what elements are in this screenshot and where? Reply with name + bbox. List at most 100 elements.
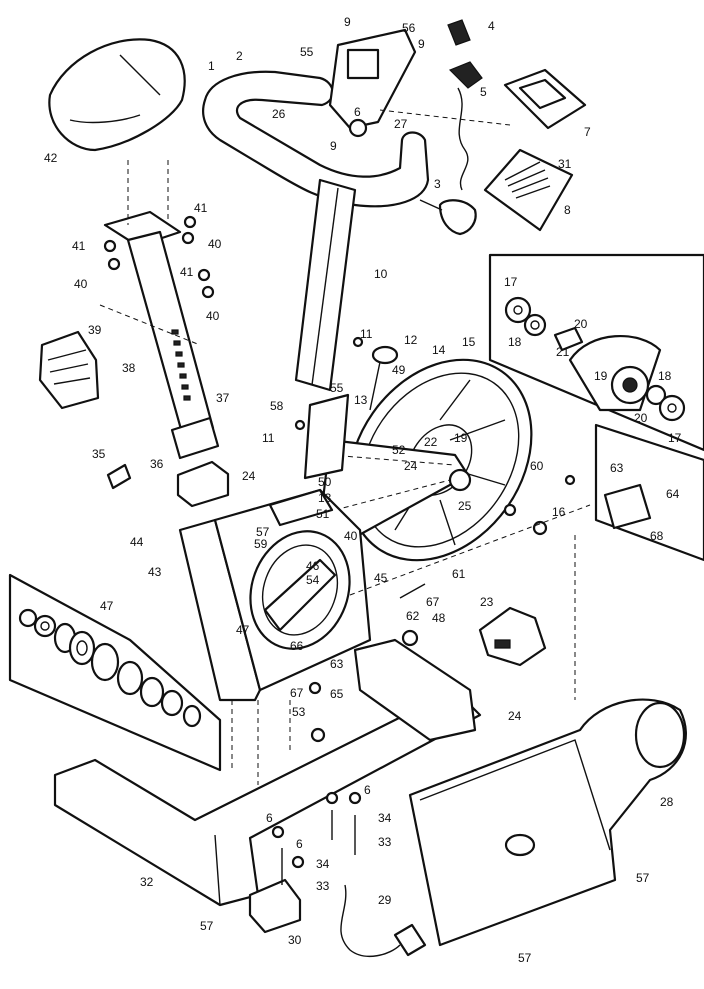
console-display — [503, 68, 587, 130]
callout-c29: 29 — [378, 893, 392, 907]
callout-c49: 49 — [392, 363, 406, 377]
callout-labels: 1234567899910111112131314151617171818191… — [44, 15, 682, 965]
callout-c31: 31 — [558, 157, 572, 171]
callout-c22: 22 — [424, 435, 438, 449]
callout-c58: 58 — [270, 399, 284, 413]
side-bracket-view — [594, 423, 704, 562]
tension-knob — [419, 199, 477, 236]
callout-c2: 2 — [236, 49, 243, 63]
callout-c4: 4 — [488, 19, 495, 33]
pulse-sensor — [447, 19, 483, 191]
callout-c34a: 34 — [378, 811, 392, 825]
callout-c21: 21 — [556, 345, 570, 359]
seat-post — [103, 160, 215, 442]
callout-c57c: 57 — [636, 871, 650, 885]
construction-lines — [99, 109, 591, 785]
callout-c63b: 63 — [330, 657, 344, 671]
callout-c47b: 47 — [236, 623, 250, 637]
callout-c25: 25 — [458, 499, 472, 513]
callout-c61: 61 — [452, 567, 466, 581]
callout-c40b: 40 — [74, 277, 88, 291]
callout-c67b: 67 — [290, 686, 304, 700]
callout-c62: 62 — [406, 609, 420, 623]
callout-c33b: 33 — [316, 879, 330, 893]
callout-c9b: 9 — [418, 37, 425, 51]
callout-c15: 15 — [462, 335, 476, 349]
callout-c35: 35 — [92, 447, 106, 461]
callout-c1: 1 — [208, 59, 215, 73]
callout-c27: 27 — [394, 117, 408, 131]
callout-c38: 38 — [122, 361, 136, 375]
callout-c8: 8 — [564, 203, 571, 217]
callout-c9c: 9 — [330, 139, 337, 153]
callout-c23: 23 — [480, 595, 494, 609]
seat-adjuster — [170, 416, 220, 460]
callout-c24c: 24 — [508, 709, 522, 723]
callout-c6b: 6 — [364, 783, 371, 797]
seat-tube — [303, 393, 350, 480]
tension-strap — [369, 345, 399, 411]
power-adapter — [248, 878, 427, 958]
callout-c64: 64 — [666, 487, 680, 501]
callout-c7: 7 — [584, 125, 591, 139]
hardware-fasteners — [103, 215, 576, 885]
base-frame — [53, 638, 482, 907]
callout-c43: 43 — [148, 565, 162, 579]
callout-c48: 48 — [432, 611, 446, 625]
callout-c17a: 17 — [504, 275, 518, 289]
callout-c57b: 57 — [200, 919, 214, 933]
callout-c41a: 41 — [194, 201, 208, 215]
callout-c65: 65 — [330, 687, 344, 701]
callout-c11a: 11 — [360, 327, 373, 341]
callout-c60: 60 — [530, 459, 544, 473]
callout-c57a: 57 — [256, 525, 270, 539]
callout-c42: 42 — [44, 151, 58, 165]
callout-c16: 16 — [552, 505, 566, 519]
callout-c3: 3 — [434, 177, 441, 191]
callout-c44: 44 — [130, 535, 144, 549]
callout-c11b: 11 — [262, 431, 275, 445]
callout-c45: 45 — [374, 571, 388, 585]
callout-c20b: 20 — [634, 411, 648, 425]
callout-c46: 46 — [306, 559, 320, 573]
callout-c59: 59 — [254, 537, 268, 551]
left-pedal — [38, 330, 100, 410]
callout-c12: 12 — [404, 333, 418, 347]
callout-c51: 51 — [316, 507, 330, 521]
callout-c5: 5 — [480, 85, 487, 99]
callout-c39: 39 — [88, 323, 102, 337]
bearing-exploded-view — [8, 573, 222, 772]
callout-c36: 36 — [150, 457, 164, 471]
flywheel-shroud — [408, 698, 687, 947]
callout-c19a: 19 — [594, 369, 608, 383]
callout-c6c: 6 — [266, 811, 273, 825]
right-pedal — [478, 606, 547, 667]
callout-c53: 53 — [292, 705, 306, 719]
console-decal — [483, 148, 574, 232]
callout-c57d: 57 — [518, 951, 532, 965]
callout-c55a: 55 — [300, 45, 314, 59]
callout-c54: 54 — [306, 573, 320, 587]
callout-c13b: 13 — [318, 491, 332, 505]
callout-c34b: 34 — [316, 857, 330, 871]
callout-c30: 30 — [288, 933, 302, 947]
callout-c40d: 40 — [344, 529, 358, 543]
front-mast — [294, 178, 357, 392]
callout-c26: 26 — [272, 107, 286, 121]
callout-c10: 10 — [374, 267, 388, 281]
callout-c55b: 55 — [330, 381, 344, 395]
seat — [48, 38, 186, 152]
callout-c56: 56 — [402, 21, 416, 35]
callout-c13a: 13 — [354, 393, 368, 407]
callout-c6a: 6 — [354, 105, 361, 119]
callout-c17b: 17 — [668, 431, 682, 445]
callout-c40a: 40 — [208, 237, 222, 251]
callout-c47a: 47 — [100, 599, 114, 613]
callout-c18a: 18 — [508, 335, 522, 349]
handlebar — [202, 70, 430, 208]
callout-c9a: 9 — [344, 15, 351, 29]
callout-c41c: 41 — [180, 265, 194, 279]
callout-c32: 32 — [140, 875, 154, 889]
